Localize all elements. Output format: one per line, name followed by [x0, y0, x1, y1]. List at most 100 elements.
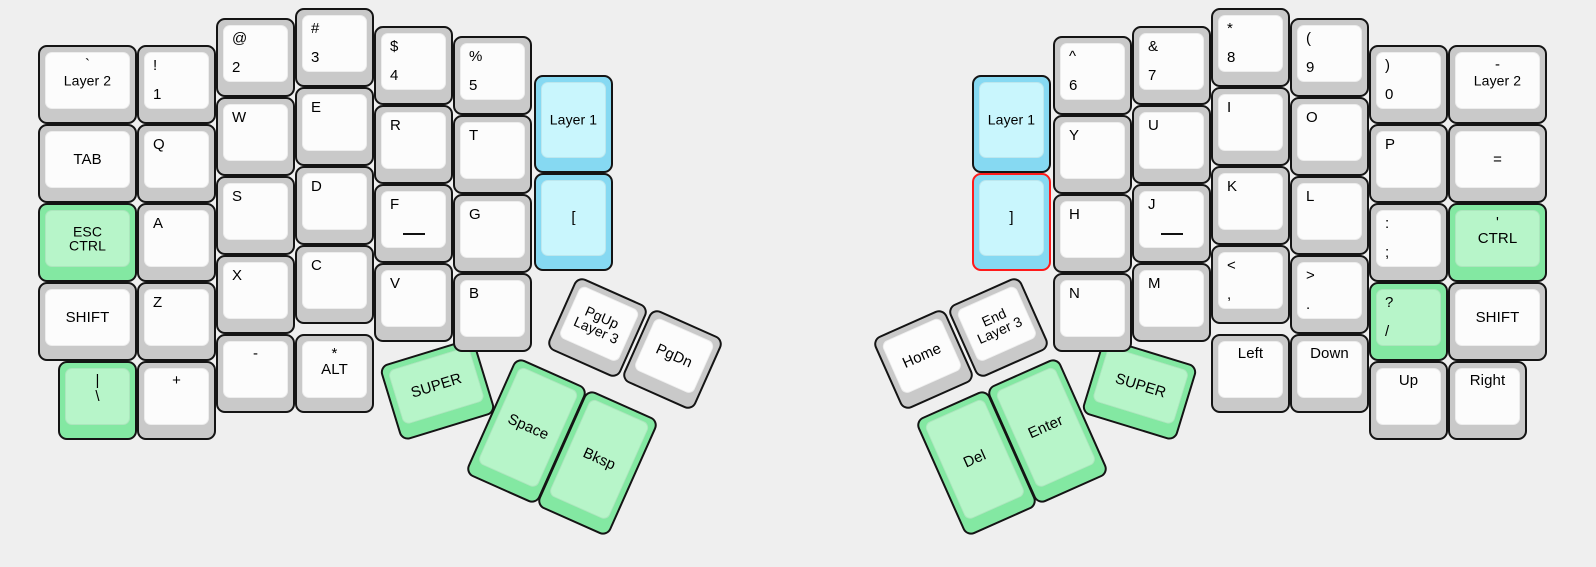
key-l-q[interactable]: Q [137, 124, 216, 203]
key-r-j[interactable]: J [1132, 184, 1211, 263]
key-r-super[interactable]: SUPER [1080, 337, 1199, 442]
key-l-esc-ctrl[interactable]: ESC CTRL [38, 203, 137, 282]
key-l-3[interactable]: #3 [295, 8, 374, 87]
key-l-v[interactable]: V [374, 263, 453, 342]
key-r-u[interactable]: U [1132, 105, 1211, 184]
key-r-rbracket[interactable]: ] [972, 173, 1051, 271]
key-r-l[interactable]: L [1290, 176, 1369, 255]
key-l-a[interactable]: A [137, 203, 216, 282]
key-l-1[interactable]: !1 [137, 45, 216, 124]
key-l-b[interactable]: B [453, 273, 532, 352]
key-legend: ESC CTRL [69, 222, 106, 254]
key-r-h[interactable]: H [1053, 194, 1132, 273]
key-l-x[interactable]: X [216, 255, 295, 334]
key-l-g[interactable]: G [453, 194, 532, 273]
keycap-surface: O [1297, 104, 1362, 161]
key-l-e[interactable]: E [295, 87, 374, 166]
key-legend: R [390, 117, 401, 134]
key-l-lbracket[interactable]: [ [534, 173, 613, 271]
keycap-surface: I [1218, 94, 1283, 151]
key-r-slash[interactable]: ?/ [1369, 282, 1448, 361]
key-legend: Home [899, 339, 944, 372]
key-r-8[interactable]: *8 [1211, 8, 1290, 87]
key-legend: B [469, 285, 480, 302]
keycap-surface: H [1060, 201, 1125, 258]
keycap-surface: Layer 1 [541, 82, 606, 158]
key-l-c[interactable]: C [295, 245, 374, 324]
keycap-surface: Home [880, 316, 964, 396]
key-r-down[interactable]: Down [1290, 334, 1369, 413]
key-l-s[interactable]: S [216, 176, 295, 255]
key-r-6[interactable]: ^6 [1053, 36, 1132, 115]
key-l-t[interactable]: T [453, 115, 532, 194]
key-legend: Right [1469, 372, 1506, 389]
key-r-equal[interactable]: = [1448, 124, 1547, 203]
key-r-m[interactable]: M [1132, 263, 1211, 342]
key-legend: Enter [1025, 411, 1066, 443]
key-legend: Del [960, 446, 989, 472]
key-legend: 8 [1227, 49, 1236, 67]
key-l-w[interactable]: W [216, 97, 295, 176]
key-l-4[interactable]: $4 [374, 26, 453, 105]
key-r-comma[interactable]: <, [1211, 245, 1290, 324]
keycap-surface: :; [1376, 210, 1441, 267]
key-l-r[interactable]: R [374, 105, 453, 184]
key-l-tab[interactable]: TAB [38, 124, 137, 203]
key-l-alt[interactable]: *ALT [295, 334, 374, 413]
keycap-surface: = [1455, 131, 1540, 188]
key-legend: ! [153, 57, 158, 74]
key-r-7[interactable]: &7 [1132, 26, 1211, 105]
key-l-plus[interactable]: + [137, 361, 216, 440]
key-r-shift[interactable]: SHIFT [1448, 282, 1547, 361]
homing-bar-icon [1160, 233, 1183, 235]
key-l-z[interactable]: Z [137, 282, 216, 361]
key-r-minus-layer2[interactable]: -Layer 2 [1448, 45, 1547, 124]
key-legend: PgDn [653, 340, 696, 371]
key-r-quote-ctrl[interactable]: 'CTRL [1448, 203, 1547, 282]
key-r-left[interactable]: Left [1211, 334, 1290, 413]
key-l-minus[interactable]: - [216, 334, 295, 413]
keycap-surface: + [144, 368, 209, 425]
keycap-surface: U [1139, 112, 1204, 169]
key-legend: I [1227, 99, 1232, 116]
key-l-2[interactable]: @2 [216, 18, 295, 97]
key-r-period[interactable]: >. [1290, 255, 1369, 334]
key-legend: P [1385, 136, 1396, 153]
keycap-surface: M [1139, 270, 1204, 327]
key-l-d[interactable]: D [295, 166, 374, 245]
key-l-5[interactable]: %5 [453, 36, 532, 115]
keycap-surface: <, [1218, 252, 1283, 309]
key-l-grave-layer2[interactable]: `Layer 2 [38, 45, 137, 124]
key-r-p[interactable]: P [1369, 124, 1448, 203]
key-l-shift[interactable]: SHIFT [38, 282, 137, 361]
key-legend: M [1148, 275, 1161, 292]
key-l-f[interactable]: F [374, 184, 453, 263]
key-r-9[interactable]: (9 [1290, 18, 1369, 97]
key-r-layer1[interactable]: Layer 1 [972, 75, 1051, 173]
key-r-n[interactable]: N [1053, 273, 1132, 352]
keycap-surface: K [1218, 173, 1283, 230]
key-r-right[interactable]: Right [1448, 361, 1527, 440]
key-r-semicolon[interactable]: :; [1369, 203, 1448, 282]
keycap-surface: E [302, 94, 367, 151]
key-r-k[interactable]: K [1211, 166, 1290, 245]
key-l-pipe-backslash[interactable]: |\ [58, 361, 137, 440]
key-r-y[interactable]: Y [1053, 115, 1132, 194]
key-legend: ' [1496, 214, 1499, 231]
key-r-i[interactable]: I [1211, 87, 1290, 166]
homing-bar-icon [402, 233, 425, 235]
key-r-o[interactable]: O [1290, 97, 1369, 176]
key-r-up[interactable]: Up [1369, 361, 1448, 440]
keycap-surface: W [223, 104, 288, 161]
key-l-layer1[interactable]: Layer 1 [534, 75, 613, 173]
keycap-surface: #3 [302, 15, 367, 72]
key-r-0[interactable]: )0 [1369, 45, 1448, 124]
key-legend: , [1227, 286, 1232, 304]
key-legend: H [1069, 206, 1080, 223]
key-legend: Left [1237, 345, 1264, 362]
key-legend: PgUp Layer 3 [571, 302, 622, 348]
keycap-surface: [ [541, 180, 606, 256]
key-legend: - [1494, 56, 1501, 73]
key-legend: Bksp [580, 444, 619, 474]
